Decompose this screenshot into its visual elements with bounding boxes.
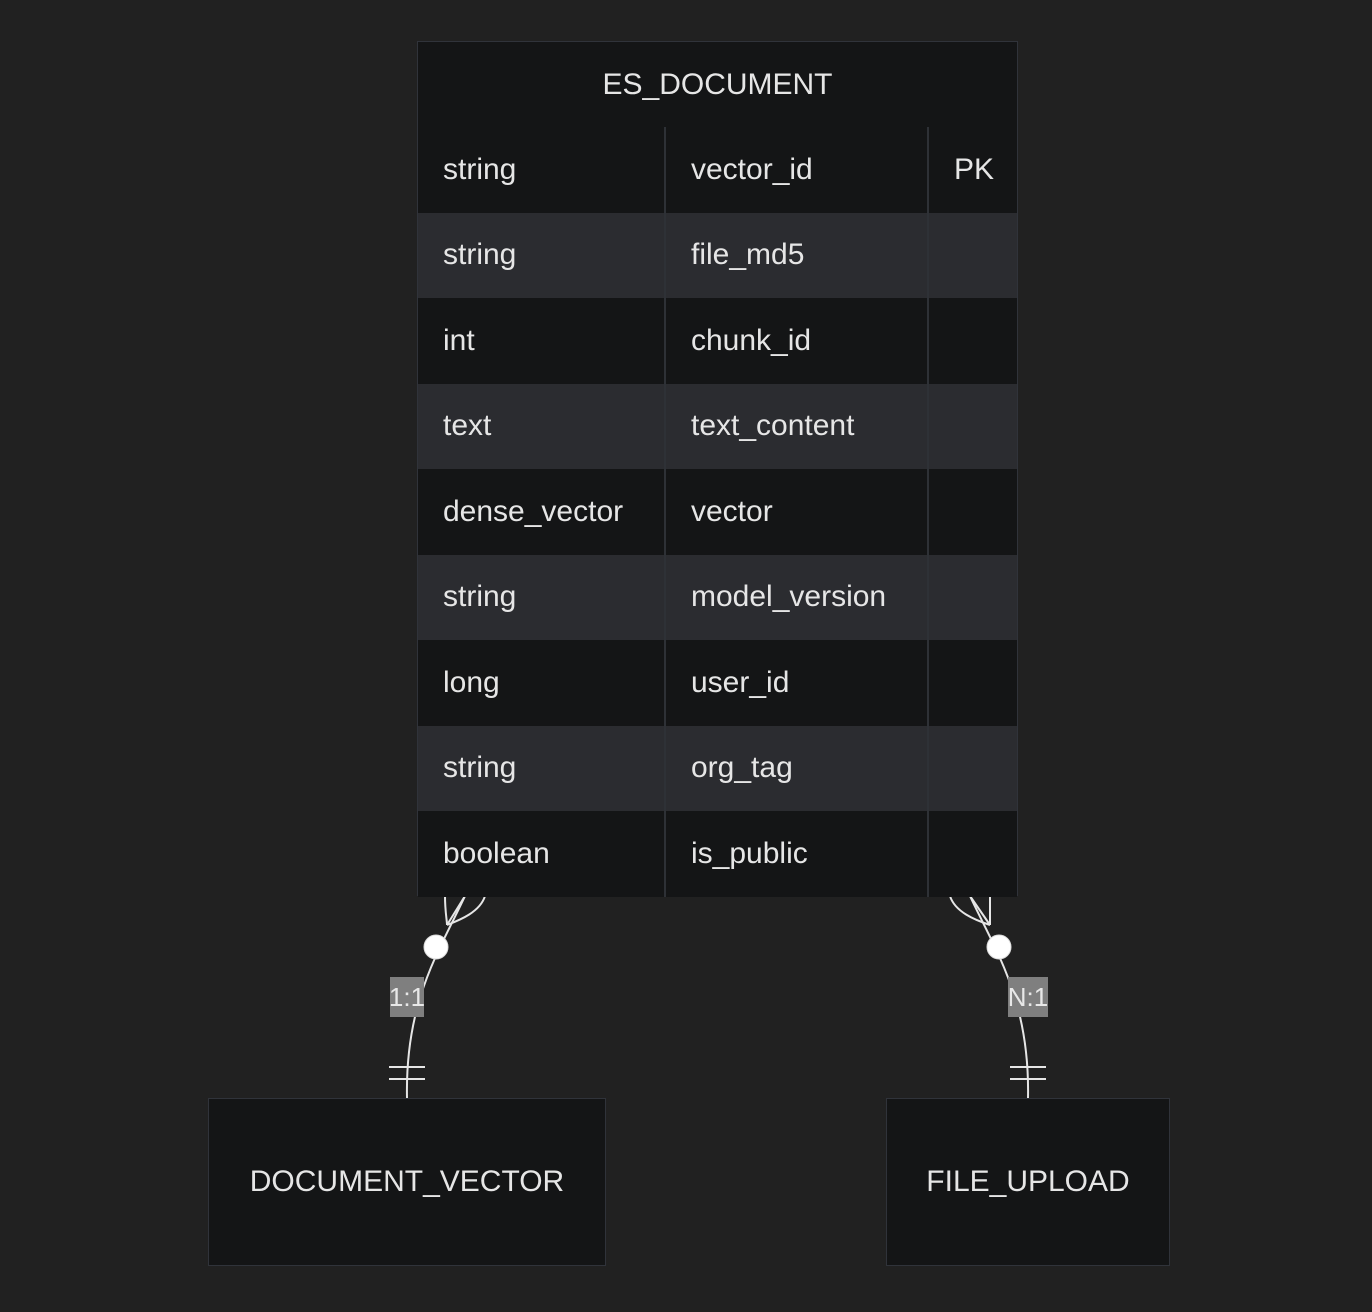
relationship-label: 1:1 <box>389 977 425 1017</box>
attribute-key <box>929 213 1017 299</box>
attribute-key <box>929 469 1017 555</box>
attribute-type: boolean <box>418 811 666 897</box>
zero-circle-left <box>423 934 449 960</box>
edge-es-document-document-vector <box>405 895 466 1099</box>
entity-title: DOCUMENT_VECTOR <box>249 1165 565 1198</box>
entity-title: ES_DOCUMENT <box>418 42 1017 128</box>
attribute-type: string <box>418 212 666 298</box>
attribute-type: text <box>418 383 666 469</box>
attribute-name: vector <box>666 469 929 555</box>
attribute-key <box>929 726 1017 812</box>
attribute-type: dense_vector <box>418 469 666 555</box>
attribute-type: long <box>418 640 666 726</box>
attribute-key: PK <box>954 152 995 186</box>
crows-foot-right <box>949 895 991 926</box>
attribute-key <box>929 384 1017 470</box>
attribute-type: string <box>418 127 666 213</box>
attribute-key <box>929 555 1017 641</box>
attribute-type: string <box>418 554 666 640</box>
attribute-key <box>929 811 1017 897</box>
attribute-key <box>929 640 1017 726</box>
entity-document-vector[interactable]: DOCUMENT_VECTOR <box>208 1098 606 1266</box>
attribute-name: vector_id <box>666 127 929 213</box>
entity-title: FILE_UPLOAD <box>926 1165 1130 1198</box>
crows-foot-left <box>444 895 486 926</box>
attribute-name: user_id <box>666 640 929 726</box>
attribute-type: int <box>418 298 666 384</box>
attribute-type: string <box>418 725 666 811</box>
attribute-name: file_md5 <box>666 212 929 298</box>
attribute-name: chunk_id <box>666 298 929 384</box>
attribute-name: model_version <box>666 554 929 640</box>
zero-circle-right <box>986 934 1012 960</box>
entity-file-upload[interactable]: FILE_UPLOAD <box>886 1098 1170 1266</box>
attribute-name: is_public <box>666 811 929 897</box>
relationship-label: N:1 <box>1008 977 1048 1017</box>
attribute-name: org_tag <box>666 725 929 811</box>
attribute-name: text_content <box>666 383 929 469</box>
attribute-key <box>929 298 1017 384</box>
